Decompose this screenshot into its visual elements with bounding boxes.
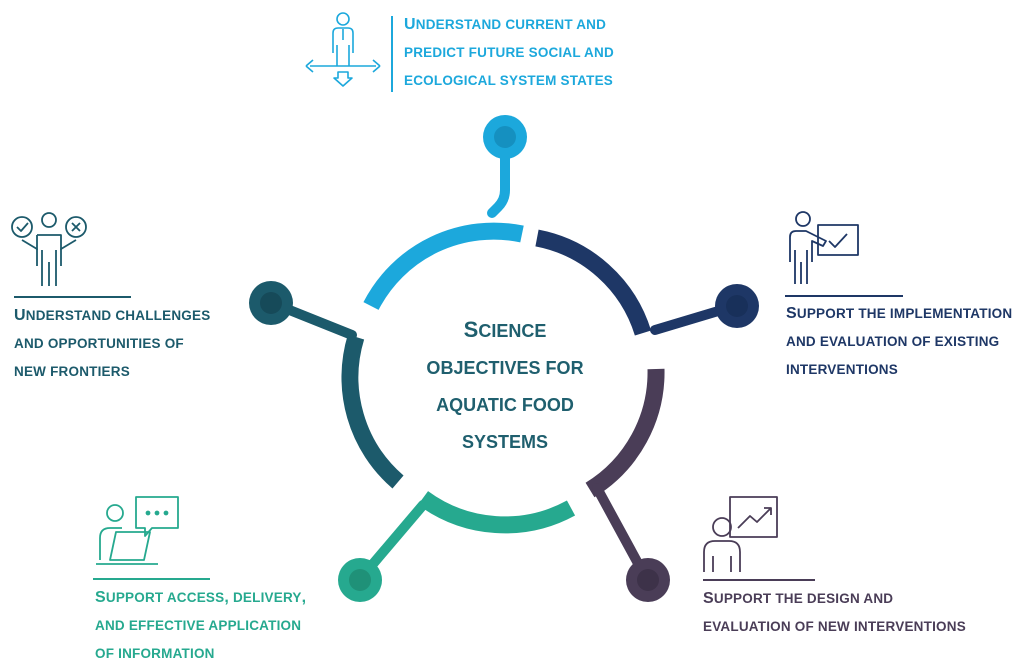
objective-line: SUPPORT THE DESIGN AND [703,590,894,607]
objective-line: SUPPORT ACCESS, DELIVERY, [95,589,307,606]
presenter-checkmark-board-icon [789,211,859,284]
objective-line: UNDERSTAND CHALLENGES [14,307,211,324]
person-weighing-options-icon [11,212,87,286]
objective-line: PREDICT FUTURE SOCIAL AND [404,45,614,60]
center-title-line: SYSTEMS [461,432,549,452]
objective-line: OF INFORMATION [95,646,215,661]
ring-arc-right [535,229,652,336]
objective-line: UNDERSTAND CURRENT AND [404,16,607,33]
person-crossroads-icon [305,12,381,87]
objective-label-bottom-left: SUPPORT ACCESS, DELIVERY, AND EFFECTIVE … [95,584,306,668]
node-left [249,281,293,325]
node-top [483,115,527,159]
presenter-trend-chart-icon [703,496,778,572]
objective-line: AND EVALUATION OF EXISTING [786,334,1000,349]
objective-line: AND OPPORTUNITIES OF [14,336,184,351]
node-bottom-right [626,558,670,602]
center-title-line: SCIENCE [463,317,547,342]
center-title-line: AQUATIC FOOD [436,395,574,415]
ring-arc-left [341,334,404,489]
objective-label-bottom-right: SUPPORT THE DESIGN AND EVALUATION OF NEW… [703,585,966,641]
node-bottom-left [338,558,382,602]
ring-arc-bottom-right [585,368,665,498]
objective-line: SUPPORT THE IMPLEMENTATION [786,305,1013,322]
center-title: SCIENCE OBJECTIVES FOR AQUATIC FOOD SYST… [395,312,615,461]
connector-top [487,132,510,218]
person-laptop-chat-icon [96,496,179,565]
objective-label-right: SUPPORT THE IMPLEMENTATION AND EVALUATIO… [786,300,1012,384]
ring-arc-top [363,222,524,310]
objective-line: ECOLOGICAL SYSTEM STATES [404,73,613,88]
objective-label-left: UNDERSTAND CHALLENGES AND OPPORTUNITIES … [14,302,210,386]
objective-line: EVALUATION OF NEW INTERVENTIONS [703,619,966,634]
objective-line: NEW FRONTIERS [14,364,130,379]
objective-line: INTERVENTIONS [786,362,898,377]
center-title-line: OBJECTIVES FOR [426,358,584,378]
objective-label-top: UNDERSTAND CURRENT AND PREDICT FUTURE SO… [404,11,614,95]
objective-line: AND EFFECTIVE APPLICATION [95,618,302,633]
node-right [715,284,759,328]
ring-arc-bottom-left [417,491,576,534]
